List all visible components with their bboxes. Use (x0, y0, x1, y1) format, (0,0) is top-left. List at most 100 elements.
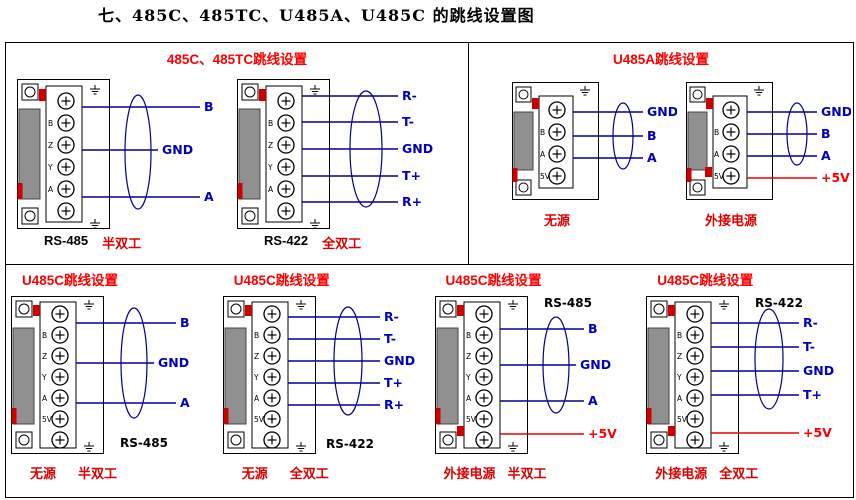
wire-labels: R- T- GND T+ R+ (402, 88, 433, 209)
jumper-cap (668, 426, 676, 436)
pin-label-5v: 5V (540, 172, 551, 181)
wire-label-t-minus: T- (384, 331, 396, 346)
cable-ellipse (120, 307, 148, 419)
group-u485c-powered-half: U485C跳线设置 B Z Y A 5V RS-485 (430, 265, 642, 497)
db9-connector (12, 297, 104, 454)
wire-label-b: B (647, 128, 657, 143)
pin-labels: B Z Y A (267, 119, 274, 194)
wires (76, 322, 176, 404)
pin-label-y: Y (253, 373, 259, 382)
pin-label-a: A (254, 394, 260, 403)
wire-label-gnd: GND (821, 104, 851, 119)
wire-label-5v: +5V (821, 170, 850, 185)
pin-label-y: Y (41, 373, 47, 382)
wire-labels: B GND A (162, 99, 214, 204)
wiring-diagram-rs485: B Z Y A B GND (16, 78, 214, 231)
pin-labels: B A 5V (714, 128, 725, 181)
caption-power: 无源 (241, 466, 268, 481)
pin-labels: B Z Y A 5V (465, 331, 477, 424)
section-heading: U485A跳线设置 (612, 52, 710, 67)
wire-label-r-plus: R+ (402, 194, 422, 209)
wire-label-5v: +5V (803, 425, 832, 440)
pin-label-y: Y (267, 163, 273, 172)
pin-label-a: A (268, 185, 274, 194)
cable-ellipse (612, 102, 634, 170)
panel-caption: 无源 半双工 (30, 463, 218, 482)
wire-label-gnd: GND (162, 142, 193, 157)
panel-caption: RS-485 半双工 (44, 233, 226, 252)
wires (573, 111, 643, 159)
cable-ellipse (349, 90, 383, 208)
section-heading: U485C跳线设置 (233, 273, 330, 288)
section-heading: U485C跳线设置 (445, 273, 542, 288)
caption-mode: 半双工 (102, 236, 142, 251)
caption-mode: 外接电源 (704, 213, 757, 228)
cable-ellipse (786, 102, 808, 166)
db9-connector (223, 297, 315, 454)
wire-label-t-minus: T- (803, 339, 815, 354)
pin-label-a: A (466, 394, 472, 403)
pin-label-a: A (677, 394, 683, 403)
pin-label-5v: 5V (466, 415, 477, 424)
section-u485c-jumper: U485C跳线设置 B Z Y A 5V B GND (5, 264, 854, 498)
panel-u485a-external-power: B A 5V GND B (685, 80, 851, 229)
wire-label-r-minus: R- (402, 88, 417, 103)
wire-label-r-minus: R- (384, 309, 399, 324)
panel-caption: 外接电源 全双工 (655, 463, 853, 482)
panel-caption: 外接电源 半双工 (444, 463, 642, 482)
group-u485c-powered-full: U485C跳线设置 B Z Y A 5V RS-422 (641, 265, 853, 497)
wire-labels: R- T- GND T+ R+ (384, 309, 415, 412)
section-u485a-jumper: U485A跳线设置 B A 5V (468, 42, 854, 265)
bus-type-label: RS-422 (755, 296, 803, 310)
pin-label-z: Z (42, 352, 47, 361)
wire-label-a: A (821, 148, 831, 163)
wire-label-b: B (588, 321, 598, 336)
pin-label-a: A (48, 185, 54, 194)
caption-mode: 全双工 (322, 236, 362, 251)
group-u485c-unpowered-full: U485C跳线设置 B Z Y A 5V (218, 265, 430, 497)
wiring-diagram-u485c-4: B Z Y A 5V RS-422 R- T- (645, 296, 834, 461)
pin-label-z: Z (677, 352, 682, 361)
wire-label-gnd: GND (158, 355, 189, 370)
caption-mode: 全双工 (289, 466, 329, 481)
wire-labels: B GND A (158, 315, 190, 410)
pin-label-5v: 5V (254, 415, 265, 424)
pin-label-z: Z (48, 141, 53, 150)
page-title: 七、485C、485TC、U485A、U485C 的跳线设置图 (98, 6, 535, 25)
pin-label-5v: 5V (677, 415, 688, 424)
wire-label-gnd: GND (803, 363, 834, 378)
pin-label-5v: 5V (42, 415, 53, 424)
pin-label-a: A (42, 394, 48, 403)
wire-labels: GND B A +5V (821, 104, 851, 185)
wire-labels: R- T- GND T+ +5V (803, 315, 834, 440)
bus-type-label: RS-422 (326, 437, 374, 451)
wire-label-r-plus: R+ (384, 397, 404, 412)
cable-ellipse (754, 308, 784, 410)
wire-label-gnd: GND (384, 353, 415, 368)
panel-u485a-unpowered: B A 5V GND B A (511, 80, 677, 229)
caption-mode: 全双工 (719, 466, 759, 481)
wires (747, 111, 817, 179)
bus-type-label: RS-485 (120, 436, 168, 450)
wires (287, 316, 380, 406)
diagram-area: 485C、485TC跳线设置 B Z Y A (5, 42, 854, 498)
pin-label-5v: 5V (714, 172, 725, 181)
cable-ellipse (541, 316, 570, 414)
wire-labels: B GND A +5V (580, 321, 617, 441)
top-row: 485C、485TC跳线设置 B Z Y A (5, 42, 854, 265)
wire-label-t-plus: T+ (402, 168, 421, 183)
wire-label-gnd: GND (580, 357, 611, 372)
wires (499, 328, 584, 435)
panel-caption: 无源 (511, 210, 603, 229)
pin-label-a: A (540, 150, 546, 159)
wire-label-a: A (588, 393, 598, 408)
wire-label-t-plus: T+ (803, 387, 822, 402)
pin-label-b: B (466, 331, 471, 340)
section-heading: U485C跳线设置 (22, 273, 119, 288)
wire-label-t-minus: T- (402, 114, 414, 129)
pin-label-z: Z (268, 141, 273, 150)
wiring-diagram-u485c-2: B Z Y A 5V R- T- GND (222, 293, 415, 461)
cable-ellipse (333, 306, 363, 416)
pin-label-b: B (48, 119, 53, 128)
pin-label-b: B (677, 331, 682, 340)
